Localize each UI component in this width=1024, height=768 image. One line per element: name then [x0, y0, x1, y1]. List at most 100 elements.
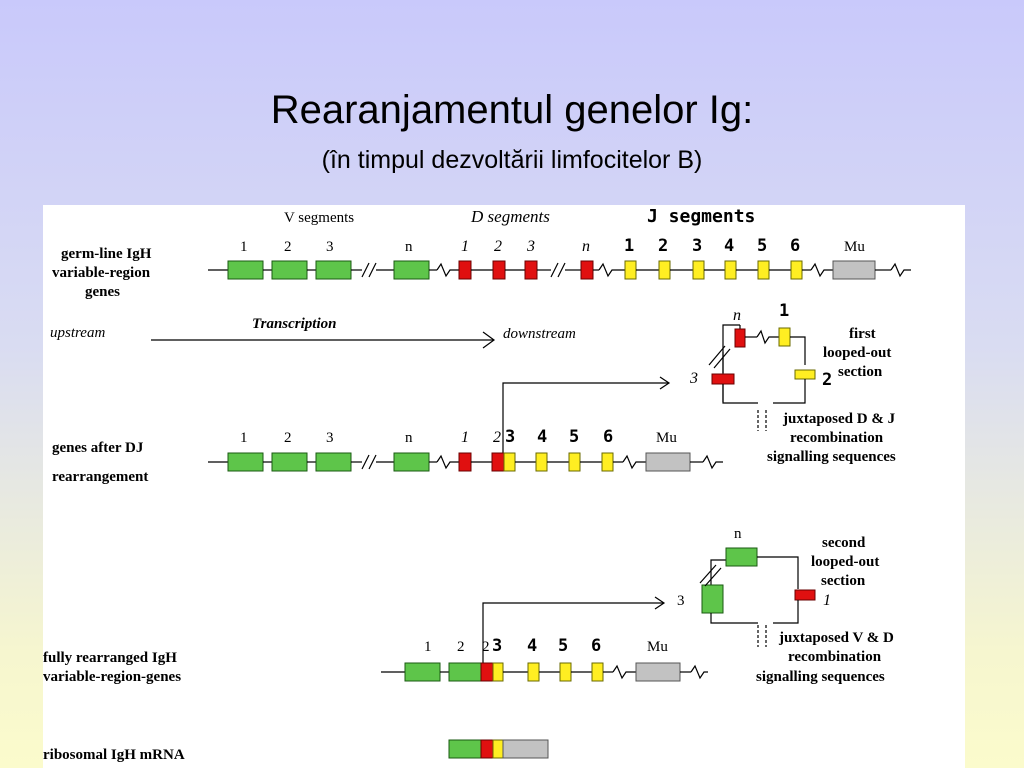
dj-d-label-2: 2 [493, 429, 501, 446]
j-segment-1 [624, 260, 637, 280]
vdj-mu-label: Mu [647, 639, 668, 655]
mrna-v-block [448, 739, 482, 759]
slide-subtitle: (în timpul dezvoltării limfocitelor B) [321, 146, 703, 174]
vdj-v-segment-1 [404, 662, 441, 682]
dj-j-label-6: 6 [603, 427, 613, 447]
first-loop [708, 324, 816, 431]
dj-j-label-3: 3 [505, 427, 515, 447]
dj-label-line2: rearrangement [52, 469, 148, 485]
dj-j-segment-3 [503, 452, 516, 472]
dj-v-segment-1 [227, 452, 264, 472]
loop2-label-1: 1 [823, 592, 831, 609]
vdj-strand [381, 662, 708, 682]
vdj-j-segment-5 [559, 662, 572, 682]
loop2-v-segment-n [725, 547, 758, 567]
vdj-v-label-2: 2 [457, 639, 465, 655]
dj-strand [208, 452, 723, 472]
dj-v-segment-2 [271, 452, 308, 472]
dj-v-label-n: n [405, 430, 413, 446]
loop1-label-n: n [733, 307, 741, 324]
j-segment-2 [658, 260, 671, 280]
vdj-d-label-2: 2 [482, 639, 490, 655]
d-label-3: 3 [526, 238, 535, 255]
v-label-1: 1 [240, 239, 248, 255]
dj-j-segment-5 [568, 452, 581, 472]
dj-j-segment-4 [535, 452, 548, 472]
loop2-junction-line1: juxtaposed V & D [778, 630, 894, 646]
dj-j-label-5: 5 [569, 427, 579, 447]
d-segment-3 [524, 260, 538, 280]
vdj-v-segment-2 [448, 662, 482, 682]
loop2-label-3: 3 [677, 593, 685, 609]
j-label-1: 1 [624, 236, 634, 256]
dj-j-segment-6 [601, 452, 614, 472]
vdj-j-segment-6 [591, 662, 604, 682]
j-segment-4 [724, 260, 737, 280]
loop1-junction-line2: recombination [790, 430, 884, 446]
second-loop [699, 547, 816, 647]
dj-v-segment-n [393, 452, 430, 472]
loop1-connector [502, 382, 668, 453]
header-d-segments: D segments [470, 207, 550, 226]
vdj-d-segment-2 [480, 662, 494, 682]
downstream-label: downstream [503, 326, 576, 342]
loop1-annotation-line1: first [849, 326, 876, 342]
j-label-4: 4 [724, 236, 734, 256]
d-segment-1 [458, 260, 472, 280]
germline-label-line2: variable-region [52, 265, 151, 281]
germline-label-line1: germ-line IgH [61, 246, 152, 262]
j-label-6: 6 [790, 236, 800, 256]
vdj-mu-segment [635, 662, 681, 682]
v-segment-2 [271, 260, 308, 280]
header-v-segments: V segments [284, 210, 354, 226]
rearrangement-diagram: V segments D segments J segments germ-li… [43, 205, 965, 768]
loop2-annotation-line3: section [821, 573, 866, 589]
d-label-1: 1 [461, 238, 469, 255]
upstream-label: upstream [50, 325, 105, 341]
mrna-label: ribosomal IgH mRNA [43, 747, 185, 763]
vdj-j-segment-4 [527, 662, 540, 682]
loop1-j-segment-2 [794, 369, 816, 380]
vdj-v-label-1: 1 [424, 639, 432, 655]
vdj-j-label-4: 4 [527, 636, 537, 656]
d-segment-2 [492, 260, 506, 280]
loop2-v-segment-3 [701, 584, 724, 614]
vdj-label-line1: fully rearranged IgH [43, 650, 177, 666]
j-label-5: 5 [757, 236, 767, 256]
loop1-d-segment-n [734, 328, 746, 348]
dj-label-line1: genes after DJ [52, 440, 144, 456]
d-label-n: n [582, 238, 590, 255]
d-label-2: 2 [494, 238, 502, 255]
loop1-junction-line1: juxtaposed D & J [782, 411, 896, 427]
loop1-j-segment-1 [778, 327, 791, 347]
dj-v-label-3: 3 [326, 430, 334, 446]
dj-v-label-2: 2 [284, 430, 292, 446]
loop2-connector [482, 602, 663, 663]
dj-d-segment-2 [491, 452, 505, 472]
dj-v-segment-3 [315, 452, 352, 472]
loop1-annotation-line2: looped-out [823, 345, 891, 361]
j-label-3: 3 [692, 236, 702, 256]
j-segment-3 [692, 260, 705, 280]
loop1-label-2: 2 [822, 370, 832, 390]
loop2-label-n: n [734, 526, 742, 542]
v-segment-1 [227, 260, 264, 280]
slide-title: Rearanjamentul genelor Ig: [270, 88, 754, 132]
loop2-d-segment-1 [794, 589, 816, 601]
j-label-2: 2 [658, 236, 668, 256]
loop2-annotation-line2: looped-out [811, 554, 879, 570]
dj-d-segment-1 [458, 452, 472, 472]
mu-segment [832, 260, 876, 280]
germline-label-line3: genes [85, 284, 120, 300]
vdj-j-label-5: 5 [558, 636, 568, 656]
v-label-2: 2 [284, 239, 292, 255]
mrna-mu-block [502, 739, 549, 759]
germline-strand [208, 260, 911, 280]
v-segment-3 [315, 260, 352, 280]
dj-d-label-1: 1 [461, 429, 469, 446]
mu-label: Mu [844, 239, 865, 255]
vdj-label-line2: variable-region-genes [43, 669, 181, 685]
mrna-d-block [480, 739, 494, 759]
loop2-annotation-line1: second [822, 535, 866, 551]
d-segment-n [580, 260, 594, 280]
